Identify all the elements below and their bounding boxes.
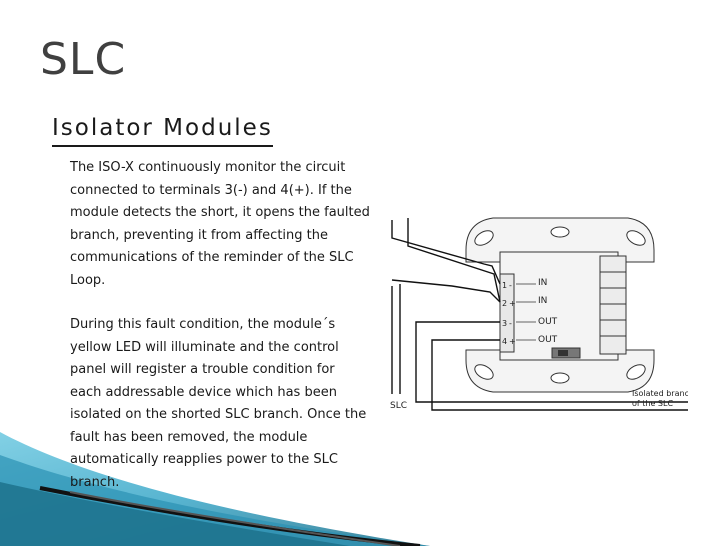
isolated-branch-label-2: of the SLC (632, 399, 673, 408)
terminal-3-label: OUT (538, 317, 558, 327)
terminal-1-number: 1 (502, 281, 507, 290)
terminal-1-sign: - (509, 281, 512, 290)
module-housing (465, 217, 655, 393)
terminal-2-sign: + (509, 299, 516, 308)
section-heading: Isolator Modules (52, 113, 273, 147)
slide-title: SLC (40, 34, 127, 85)
isolated-branch-label: Isolated branch (632, 389, 688, 398)
terminal-3-number: 3 (502, 319, 507, 328)
terminal-4-label: OUT (538, 335, 558, 345)
slc-label: SLC (390, 401, 407, 411)
led-switch (551, 347, 581, 359)
isolator-module-wiring-diagram: 1 - 2 + 3 - 4 + IN IN OUT OUT SLC Isolat… (390, 217, 688, 411)
slc-wiring (391, 218, 501, 394)
terminal-1-label: IN (538, 278, 547, 288)
body-text: The ISO-X continuously monitor the circu… (70, 157, 370, 494)
terminal-2-number: 2 (502, 299, 507, 308)
terminal-2-label: IN (538, 296, 547, 306)
terminal-4-sign: + (509, 337, 516, 346)
paragraph-1: The ISO-X continuously monitor the circu… (70, 160, 370, 288)
mounting-slots (474, 226, 646, 384)
terminal-4-number: 4 (502, 337, 507, 346)
terminal-3-sign: - (509, 319, 512, 328)
paragraph-2: During this fault condition, the module´… (70, 317, 367, 490)
isolated-branch-wiring (415, 321, 688, 411)
